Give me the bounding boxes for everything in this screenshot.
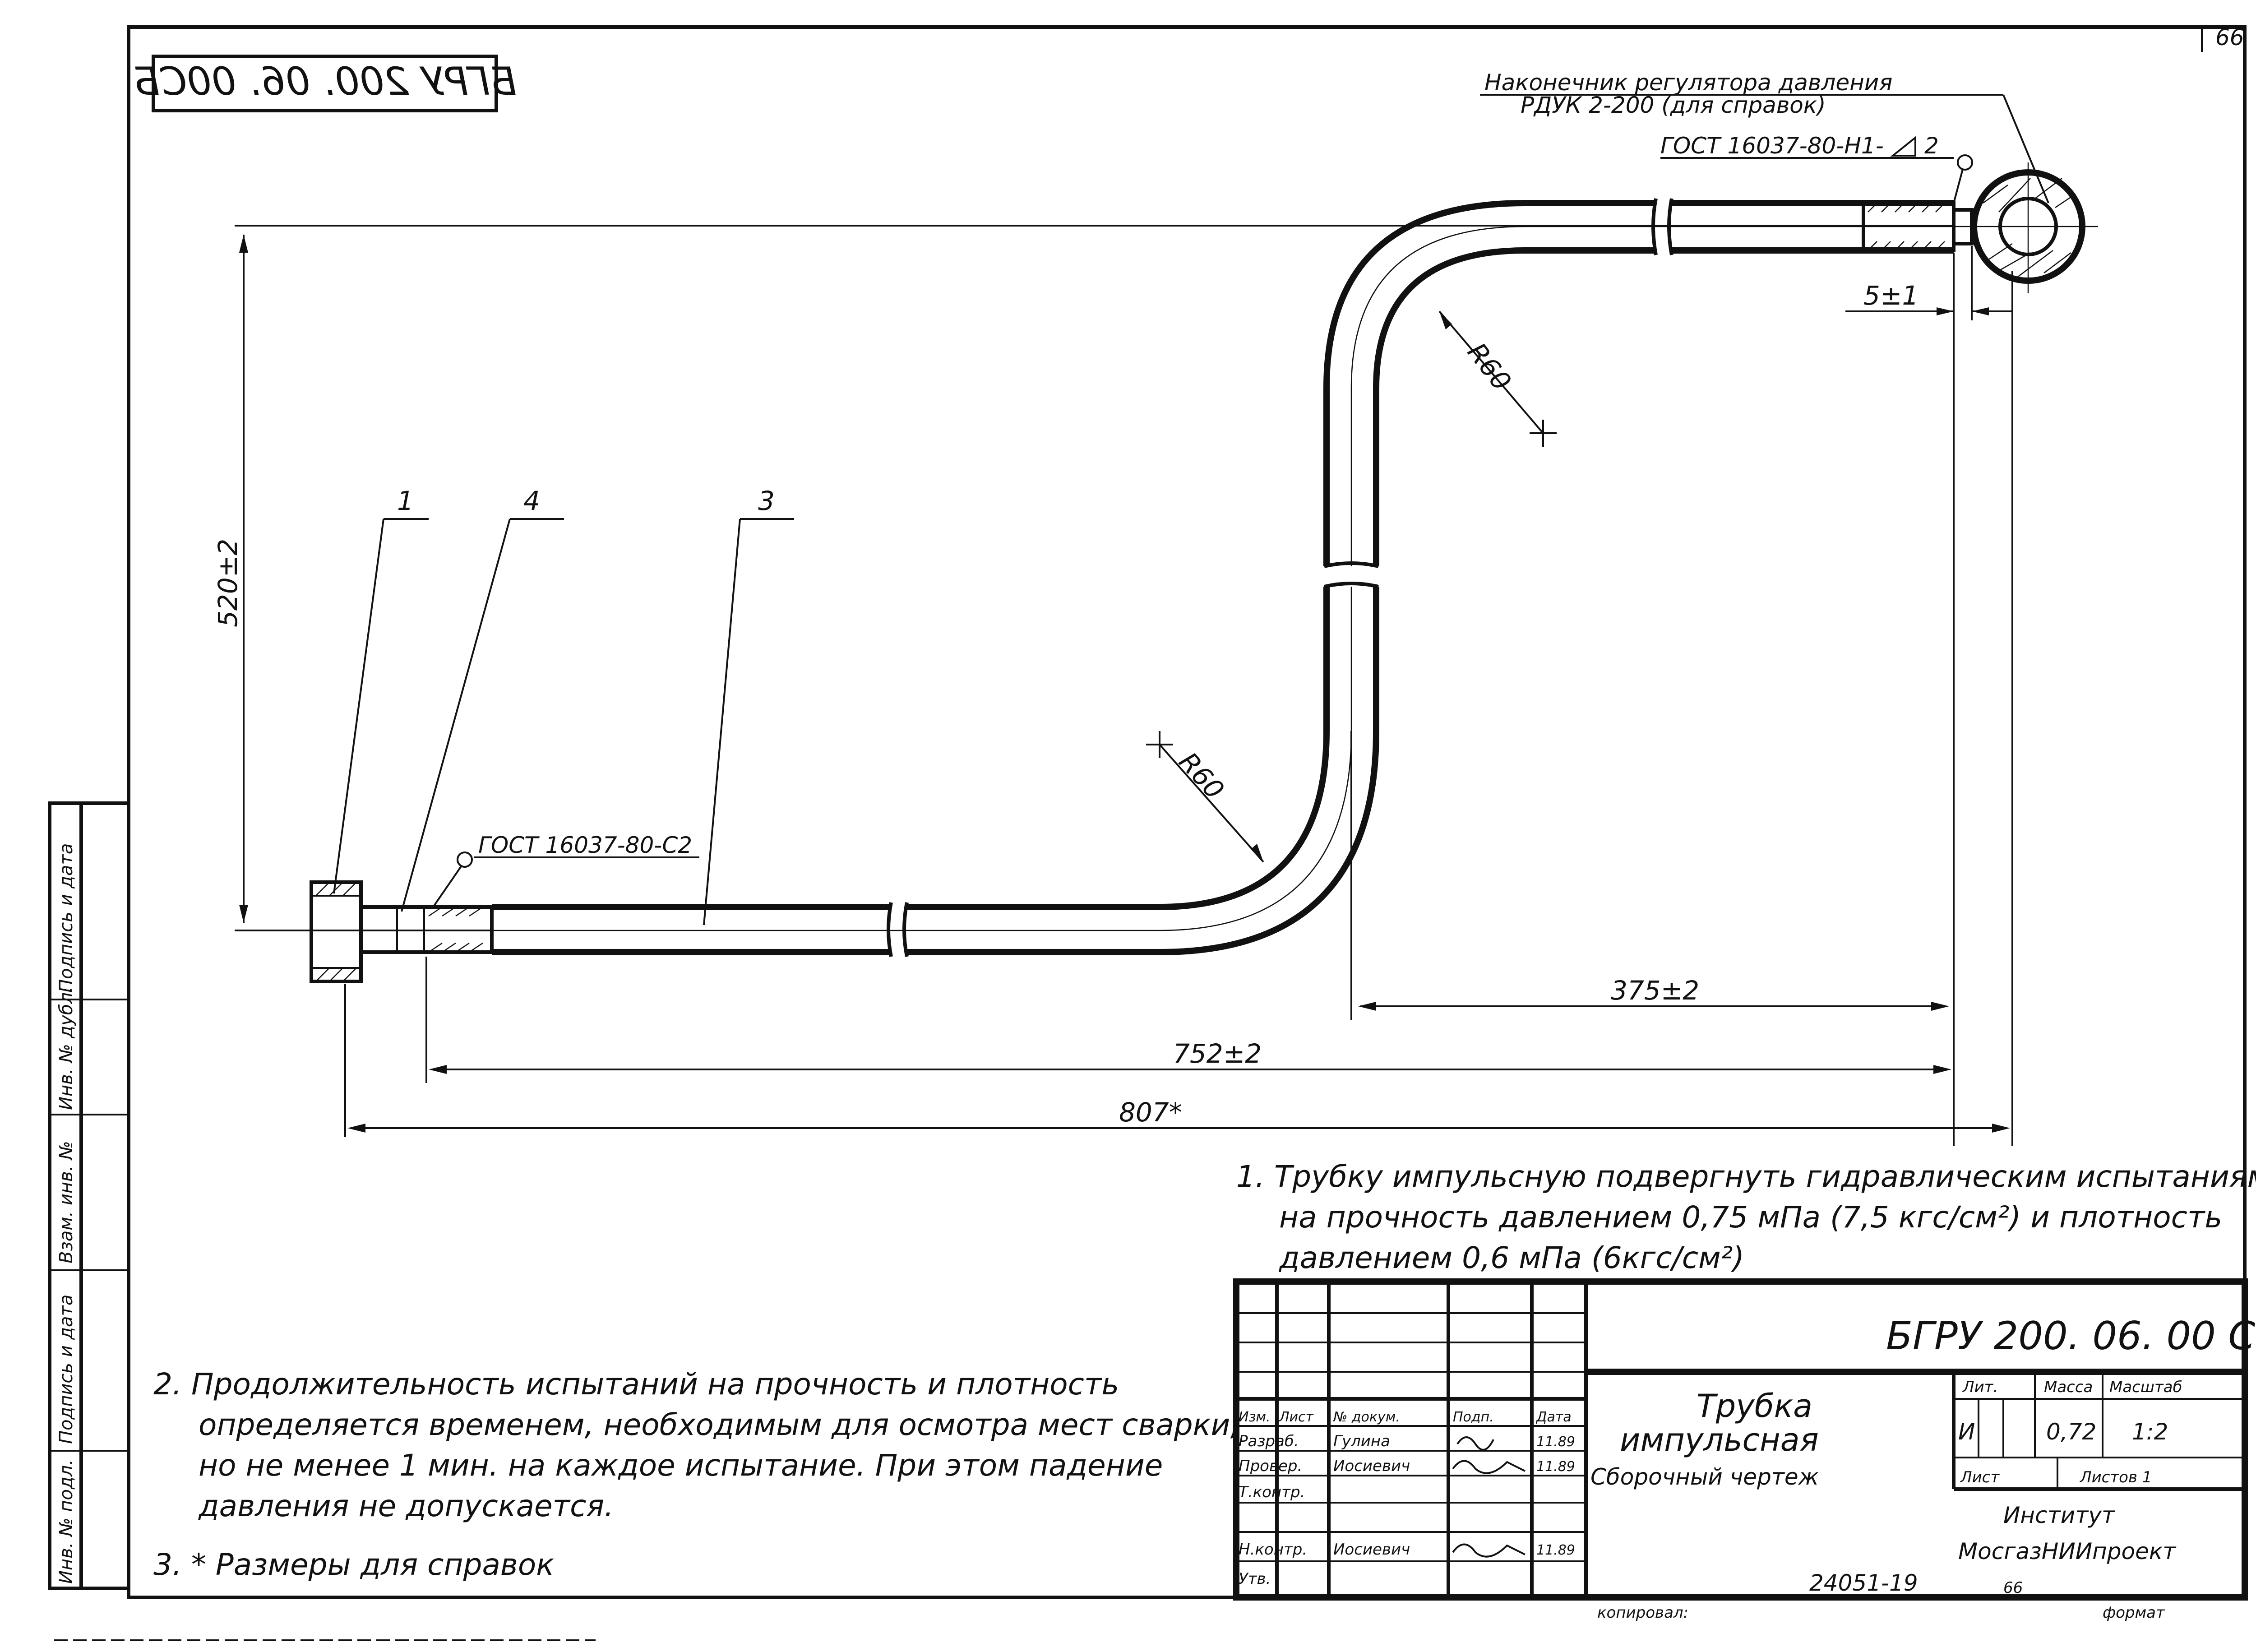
dim-807: 807*	[1119, 1097, 1182, 1128]
tb-name-2: Иосиевич	[1333, 1457, 1410, 1475]
tb-scale: 1:2	[2132, 1419, 2168, 1445]
tb-date-1: 11.89	[1536, 1434, 1575, 1450]
tb-title-1: Трубка	[1697, 1388, 1812, 1425]
note-3: 3. * Размеры для справок	[153, 1547, 554, 1582]
weld-left-callout: ГОСТ 16037-80-С2	[432, 832, 699, 908]
dimension-375: 375±2	[1350, 271, 1955, 1146]
tb-h-doc: № докум.	[1332, 1409, 1400, 1425]
tb-lit: И	[1958, 1419, 1975, 1445]
tb-role-5: Утв.	[1239, 1570, 1271, 1588]
mirrored-code-box: БГРУ 200. 06. 00СБ	[133, 55, 517, 112]
weld-top: ГОСТ 16037-80-Н1-	[1660, 133, 1884, 159]
note-1-line-3: давлением 0,6 мПа (6кгс/см²)	[1279, 1240, 1744, 1275]
dim-gap: 5±1	[1863, 280, 1919, 311]
title-block: БГРУ 200. 06. 00 СБ Трубка импульсная Сб…	[1233, 1278, 2256, 1601]
tb-role-1: Разраб.	[1239, 1432, 1299, 1450]
weld-top-leg: 2	[1924, 133, 1939, 159]
footer: копировал: 24051-19 66 формат	[1597, 1570, 2165, 1622]
footer-copied: копировал:	[1597, 1604, 1688, 1622]
tb-title-3: Сборочный чертеж	[1590, 1464, 1819, 1490]
dimension-radius-lower: R60	[1146, 731, 1264, 863]
note-2-line-2: определяется временем, необходимым для о…	[199, 1407, 1239, 1442]
tb-role-2: Провер.	[1239, 1457, 1302, 1475]
sheet-number: 66	[2215, 24, 2244, 51]
tb-name-4: Иосиевич	[1333, 1541, 1410, 1559]
dimension-752: 752±2	[425, 957, 1951, 1083]
pipe	[492, 198, 1954, 957]
dim-752: 752±2	[1173, 1038, 1262, 1069]
right-tip	[1862, 162, 2098, 293]
dimension-807: 807*	[344, 271, 2013, 1146]
note-1-line-1: 1. Трубку импульсную подвергнуть гидравл…	[1236, 1159, 2256, 1194]
side-field-1: Инв. № подл.	[56, 1459, 77, 1584]
tb-sheet: Лист	[1960, 1468, 2000, 1486]
dimension-radius-upper: R60	[1438, 310, 1557, 447]
footer-code: 24051-19	[1809, 1570, 1918, 1596]
mirrored-code: БГРУ 200. 06. 00СБ	[133, 59, 517, 104]
tb-date-4: 11.89	[1536, 1542, 1575, 1558]
pos-3: 3	[758, 486, 775, 516]
weld-left: ГОСТ 16037-80-С2	[478, 832, 692, 858]
side-stamp: Инв. № подл. Подпись и дата Взам. инв. №…	[48, 801, 130, 1590]
tb-org-1: Институт	[2003, 1502, 2116, 1528]
pos-4: 4	[523, 486, 540, 516]
tb-col-scale: Масштаб	[2109, 1378, 2182, 1396]
footer-format: формат	[2103, 1604, 2165, 1622]
dimension-gap: 5±1	[1845, 246, 2012, 320]
tb-role-3: Т.контр.	[1239, 1483, 1305, 1501]
tb-role-4: Н.контр.	[1239, 1541, 1307, 1559]
tb-doc-code: БГРУ 200. 06. 00 СБ	[1886, 1314, 2256, 1359]
tb-h-sign: Подп.	[1453, 1409, 1494, 1425]
dim-520: 520±2	[213, 539, 243, 627]
side-field-4: Инв. № дубл.	[56, 986, 77, 1110]
note-2-line-1: 2. Продолжительность испытаний на прочно…	[153, 1367, 1119, 1402]
position-callouts: 1 4 3	[333, 486, 794, 925]
tb-sheets: Листов 1	[2079, 1468, 2152, 1486]
tb-title-2: импульсная	[1620, 1421, 1819, 1458]
side-field-2: Подпись и дата	[56, 1295, 77, 1444]
dim-r60-lower: R60	[1173, 746, 1230, 805]
tb-col-mass: Масса	[2044, 1378, 2093, 1396]
note-2-line-4: давления не допускается.	[198, 1489, 614, 1523]
side-field-3: Взам. инв. №	[56, 1141, 77, 1263]
note-1-line-2: на прочность давлением 0,75 мПа (7,5 кгс…	[1279, 1200, 2222, 1235]
tip-callout: Наконечник регулятора давления РДУК 2-20…	[1480, 69, 2049, 204]
footer-sheet: 66	[2003, 1579, 2023, 1597]
left-fitting	[310, 880, 494, 983]
tb-mass: 0,72	[2046, 1419, 2096, 1445]
notes: 1. Трубку импульсную подвергнуть гидравл…	[153, 1159, 2256, 1582]
dim-375: 375±2	[1611, 975, 1699, 1006]
tb-col-lit: Лит.	[1962, 1378, 1998, 1396]
sheet-number-box: 66	[2201, 24, 2244, 52]
tb-name-1: Гулина	[1333, 1432, 1390, 1450]
tb-h-izm: Изм.	[1239, 1409, 1271, 1425]
tip-line-2: РДУК 2-200 (для справок)	[1521, 92, 1826, 118]
tb-h-date: Дата	[1535, 1409, 1572, 1425]
tip-line-1: Наконечник регулятора давления	[1484, 69, 1892, 96]
pos-1: 1	[397, 486, 414, 516]
side-field-5: Подпись и дата	[56, 843, 77, 993]
tb-org-2: МосгазНИИпроект	[1958, 1538, 2177, 1564]
dimension-vertical: 520±2	[213, 225, 1954, 931]
tb-date-2: 11.89	[1536, 1459, 1575, 1475]
note-2-line-3: но не менее 1 мин. на каждое испытание. …	[199, 1448, 1163, 1483]
tb-h-list: Лист	[1279, 1409, 1314, 1425]
